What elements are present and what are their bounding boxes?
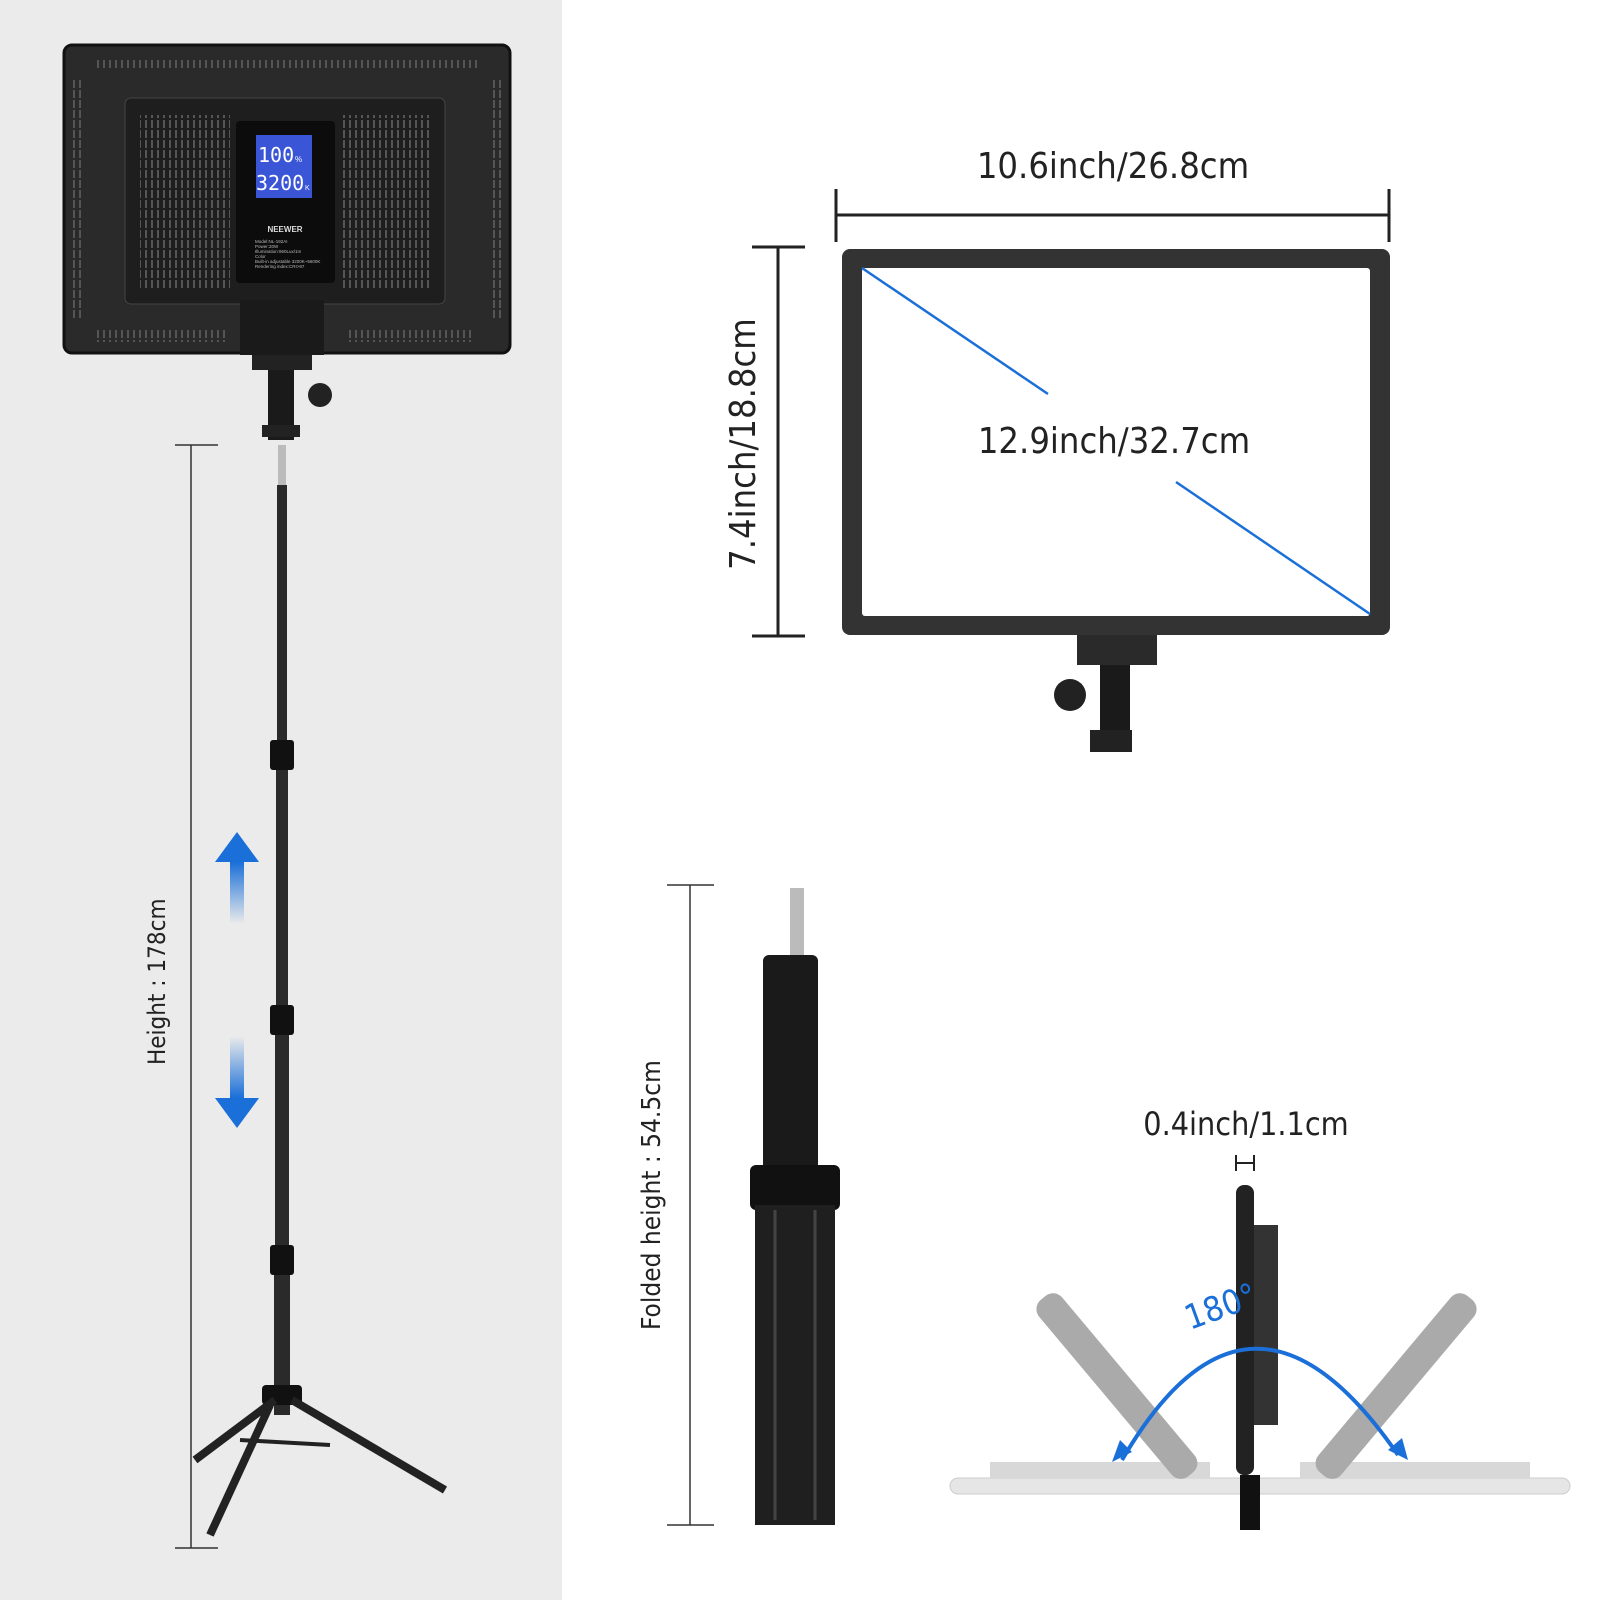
rotation-illustration: 180° 0.4inch/1.1cm: [949, 1105, 1571, 1530]
thickness-label: 0.4inch/1.1cm: [1143, 1105, 1348, 1143]
svg-text:K: K: [305, 185, 310, 192]
adjust-arrows-icon: [215, 832, 259, 1128]
diagonal-label: 12.9inch/32.7cm: [978, 421, 1250, 462]
light-stand-extended: [192, 445, 448, 1537]
svg-text:Color: Color: [255, 254, 266, 259]
width-label: 10.6inch/26.8cm: [977, 146, 1249, 187]
width-dimension: 10.6inch/26.8cm: [834, 146, 1391, 242]
folded-height-label: Folded height : 54.5cm: [637, 1060, 667, 1330]
height-label: Height : 178cm: [143, 899, 171, 1066]
height-dimension: Height : 178cm: [143, 444, 218, 1549]
lcd-screen: [256, 135, 312, 198]
lcd-temperature: 3200: [256, 171, 304, 195]
light-front-view: [842, 249, 1390, 752]
svg-text:Illumination:960Lux/1m: Illumination:960Lux/1m: [255, 249, 302, 254]
folded-stand: [750, 888, 840, 1525]
svg-text:%: %: [295, 155, 302, 164]
svg-text:Model:NL-192AI: Model:NL-192AI: [255, 239, 288, 244]
folded-height-dimension: Folded height : 54.5cm: [637, 884, 714, 1526]
svg-text:Rendering index:CRI>97: Rendering index:CRI>97: [255, 264, 305, 269]
svg-text:Built-in adjustable 3200K~5600: Built-in adjustable 3200K~5600K: [255, 259, 320, 264]
brand-logo: NEEWER: [267, 225, 302, 234]
lcd-brightness: 100: [258, 143, 294, 167]
svg-text:Power:20W: Power:20W: [255, 244, 279, 249]
panel-height-label: 7.4inch/18.8cm: [723, 318, 764, 570]
panel-height-dimension: 7.4inch/18.8cm: [723, 245, 805, 638]
light-back-view: 100 % 3200 K NEEWER Model:NL-192AI Power…: [62, 43, 512, 440]
